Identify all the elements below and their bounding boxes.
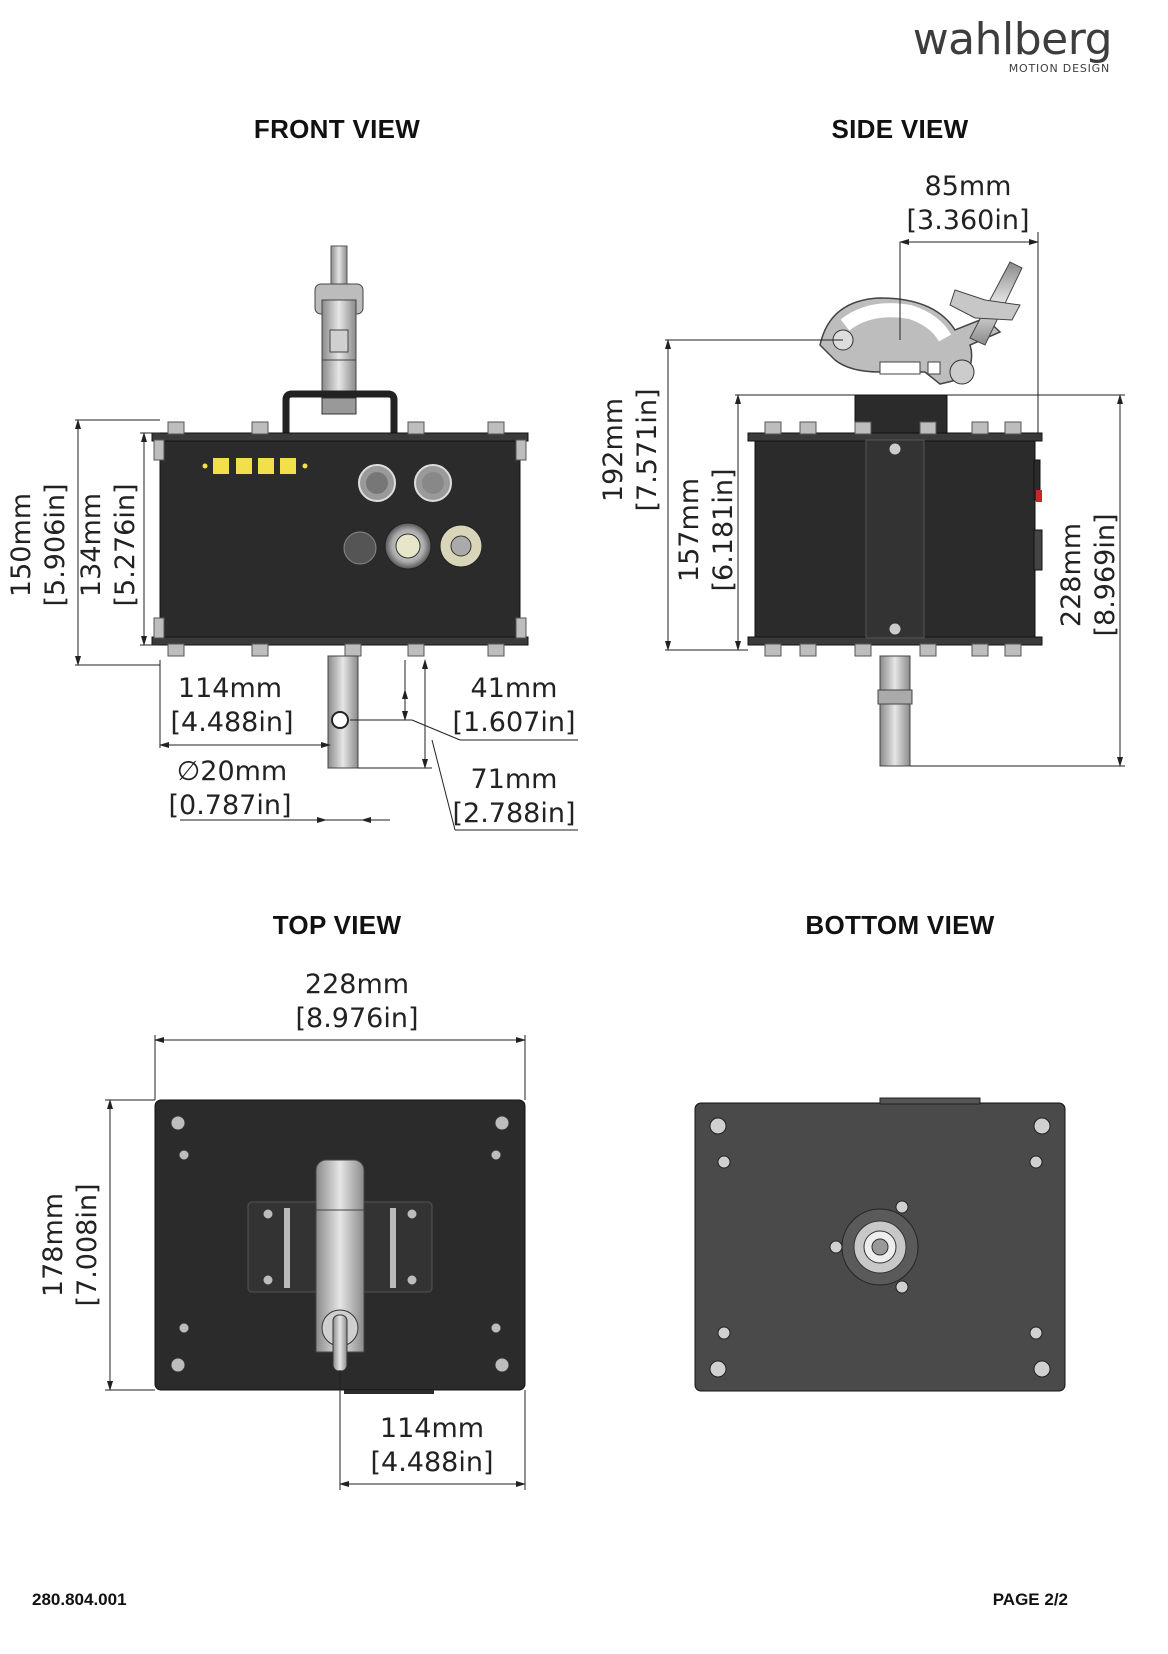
dim-41-mm: 41mm [471,673,558,704]
dim-157-in: [6.181in] [708,469,739,592]
dim-134-in: [5.276in] [110,484,141,607]
top-view-title: TOP VIEW [272,910,402,940]
dim-228-side-in: [8.969in] [1090,514,1121,637]
dim-192-in: [7.571in] [632,389,663,512]
dim-114-in: [4.488in] [171,707,294,738]
dim-dia20-mm: ∅20mm [177,756,287,787]
dim-228-top-mm: 228mm [305,969,409,1000]
logo-wordmark: wahlberg [912,14,1113,65]
dim-114-top-in: [4.488in] [371,1447,494,1478]
dim-178-mm: 178mm [38,1193,69,1297]
dim-114-top-mm: 114mm [380,1413,484,1444]
dim-228-top-in: [8.976in] [296,1003,419,1034]
side-view-drawing [665,232,1125,767]
dim-dia20-in: [0.787in] [169,790,292,821]
dim-71-mm: 71mm [471,764,558,795]
logo-tagline: MOTION DESIGN [1008,62,1110,75]
front-view-title: FRONT VIEW [253,114,421,144]
bottom-view-title: BOTTOM VIEW [805,910,995,940]
dim-41-in: [1.607in] [453,707,576,738]
dim-150-in: [5.906in] [40,484,71,607]
dim-71-in: [2.788in] [453,798,576,829]
dim-134-mm: 134mm [76,493,107,597]
part-number: 280.804.001 [32,1590,127,1609]
side-view-title: SIDE VIEW [831,114,969,144]
dim-157-mm: 157mm [674,478,705,582]
dim-178-in: [7.008in] [72,1184,103,1307]
front-view-drawing [75,245,578,831]
page-number: PAGE 2/2 [992,1590,1068,1609]
top-view-drawing [105,1035,526,1490]
dim-114-mm: 114mm [178,673,282,704]
dim-192-mm: 192mm [598,398,629,502]
dim-85-mm: 85mm [925,171,1012,202]
dim-228-side-mm: 228mm [1056,523,1087,627]
dim-150-mm: 150mm [6,493,37,597]
bottom-view-drawing [694,1097,1066,1392]
dim-85-in: [3.360in] [907,205,1030,236]
